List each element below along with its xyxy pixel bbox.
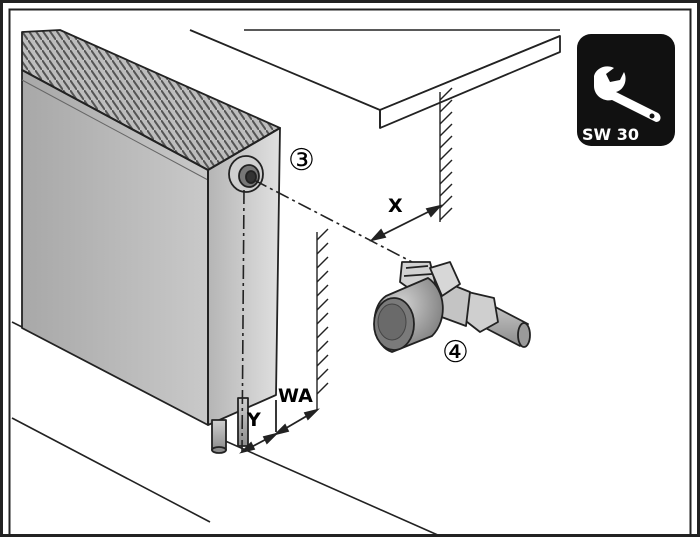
wall-edge-lower (316, 228, 329, 410)
dimension-x (369, 204, 443, 242)
callout-3: ③ (288, 143, 315, 178)
wrench-icon (594, 66, 661, 122)
window-sill (189, 29, 562, 129)
callout-4: ④ (442, 335, 469, 370)
wrench-size-badge: SW 30 (577, 34, 675, 146)
dimension-wa-label: WA (278, 385, 313, 407)
dimension-y-label: Y (246, 409, 261, 431)
radiator-leg (211, 419, 227, 451)
thermostatic-valve (373, 261, 531, 353)
badge-label: SW 30 (582, 125, 639, 144)
dimension-y-wa (239, 400, 320, 454)
radiator-connection-fitting (228, 155, 264, 193)
radiator (21, 29, 281, 454)
centre-lines (241, 179, 413, 453)
wall-edge-upper (439, 87, 453, 222)
dimension-x-label: X (388, 195, 403, 217)
